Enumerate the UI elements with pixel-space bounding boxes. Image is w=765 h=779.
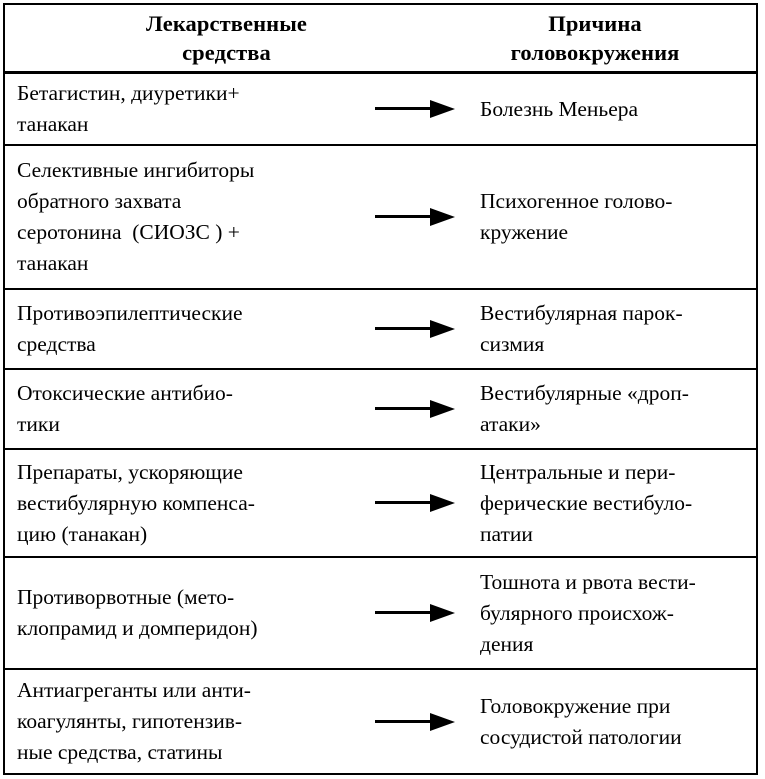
cell-drug: Бетагистин, диуретики+ танакан bbox=[5, 78, 360, 140]
cause-line: Центральные и пери- bbox=[480, 459, 676, 484]
cell-drug: Селективные ингибиторы обратного захвата… bbox=[5, 155, 360, 279]
cause-line: кружение bbox=[480, 220, 569, 244]
cell-arrow bbox=[360, 208, 470, 226]
cause-line: дения bbox=[480, 631, 534, 656]
table-row: Селективные ингибиторы обратного захвата… bbox=[5, 146, 756, 290]
cell-cause: Вестибулярные «дроп- атаки» bbox=[470, 378, 756, 440]
cause-line: сизмия bbox=[480, 332, 545, 356]
right-arrow-icon bbox=[375, 400, 455, 418]
right-arrow-icon bbox=[375, 712, 455, 731]
column-header-cause-line-2: головокружения bbox=[510, 40, 680, 65]
drug-line: серотонина (СИОЗС ) + bbox=[17, 220, 240, 244]
column-header-drugs-line-2: средства bbox=[182, 40, 271, 65]
table-body: Бетагистин, диуретики+ танакан Болезнь М… bbox=[5, 74, 756, 773]
column-header-cause: Причина головокружения bbox=[460, 9, 756, 67]
column-header-drugs-line-1: Лекарственные bbox=[146, 11, 307, 36]
cause-line: сосудистой патологии bbox=[480, 724, 682, 749]
drug-line: Отоксические антибио- bbox=[17, 381, 233, 405]
cause-line: атаки» bbox=[480, 412, 541, 436]
cause-line: Вестибулярная парок- bbox=[480, 301, 683, 325]
table-row: Препараты, ускоряющие вестибулярную комп… bbox=[5, 450, 756, 558]
table-row: Антиагреганты или анти- коагулянты, гипо… bbox=[5, 670, 756, 773]
drug-line: Селективные ингибиторы bbox=[17, 158, 255, 182]
drug-line: танакан bbox=[17, 251, 89, 275]
drug-line: танакан bbox=[17, 112, 89, 136]
cause-line: патии bbox=[480, 521, 533, 546]
cell-arrow bbox=[360, 604, 470, 622]
right-arrow-icon bbox=[375, 494, 455, 512]
cell-arrow bbox=[360, 100, 470, 118]
drug-line: цию (танакан) bbox=[17, 521, 148, 546]
drug-line: обратного захвата bbox=[17, 189, 182, 213]
cell-drug: Отоксические антибио- тики bbox=[5, 378, 360, 440]
column-header-drugs: Лекарственные средства bbox=[5, 9, 460, 67]
right-arrow-icon bbox=[375, 320, 455, 338]
drug-line: вестибулярную компенса- bbox=[17, 490, 255, 515]
drug-line: средства bbox=[17, 332, 96, 356]
drug-line: Препараты, ускоряющие bbox=[17, 459, 243, 484]
cell-cause: Психогенное голово- кружение bbox=[470, 186, 756, 248]
cause-line: Головокружение при bbox=[480, 693, 671, 718]
right-arrow-icon bbox=[375, 100, 455, 118]
cell-drug: Противорвотные (мето- клопрамид и домпер… bbox=[5, 582, 360, 644]
drug-line: тики bbox=[17, 412, 60, 436]
drug-line: Бетагистин, диуретики+ bbox=[17, 81, 240, 105]
cell-cause: Болезнь Меньера bbox=[470, 94, 756, 125]
cause-line: Вестибулярные «дроп- bbox=[480, 381, 689, 405]
drug-line: ные средства, статины bbox=[17, 740, 223, 764]
cell-cause: Вестибулярная парок- сизмия bbox=[470, 298, 756, 360]
drug-line: Противорвотные (мето- bbox=[17, 585, 235, 609]
cell-arrow bbox=[360, 320, 470, 338]
table-row: Противоэпилептические средства Вестибуля… bbox=[5, 290, 756, 370]
table-row: Бетагистин, диуретики+ танакан Болезнь М… bbox=[5, 74, 756, 146]
cell-arrow bbox=[360, 400, 470, 418]
cell-arrow bbox=[360, 712, 470, 731]
drug-line: Противоэпилептические bbox=[17, 301, 243, 325]
cell-cause: Головокружение при сосудистой патологии bbox=[470, 691, 756, 753]
column-header-cause-line-1: Причина bbox=[548, 11, 642, 36]
drugs-causes-table: Лекарственные средства Причина головокру… bbox=[3, 3, 758, 775]
cause-line: Психогенное голово- bbox=[480, 189, 673, 213]
cell-drug: Препараты, ускоряющие вестибулярную комп… bbox=[5, 457, 360, 550]
drug-line: коагулянты, гипотензив- bbox=[17, 709, 243, 733]
cause-line: Болезнь Меньера bbox=[480, 96, 639, 121]
table-row: Противорвотные (мето- клопрамид и домпер… bbox=[5, 558, 756, 670]
right-arrow-icon bbox=[375, 604, 455, 622]
table-header-row: Лекарственные средства Причина головокру… bbox=[5, 5, 756, 74]
cell-cause: Тошнота и рвота вести- булярного происхо… bbox=[470, 567, 756, 660]
cell-drug: Антиагреганты или анти- коагулянты, гипо… bbox=[5, 675, 360, 768]
drug-line: клопрамид и домперидон) bbox=[17, 616, 258, 640]
cause-line: Тошнота и рвота вести- bbox=[480, 569, 696, 594]
table-row: Отоксические антибио- тики Вестибулярные… bbox=[5, 370, 756, 450]
right-arrow-icon bbox=[375, 208, 455, 226]
cell-cause: Центральные и пери- ферические вестибуло… bbox=[470, 457, 756, 550]
cause-line: булярного происхож- bbox=[480, 600, 674, 625]
cell-drug: Противоэпилептические средства bbox=[5, 298, 360, 360]
cause-line: ферические вестибуло- bbox=[480, 490, 693, 515]
cell-arrow bbox=[360, 494, 470, 512]
drug-line: Антиагреганты или анти- bbox=[17, 678, 251, 702]
